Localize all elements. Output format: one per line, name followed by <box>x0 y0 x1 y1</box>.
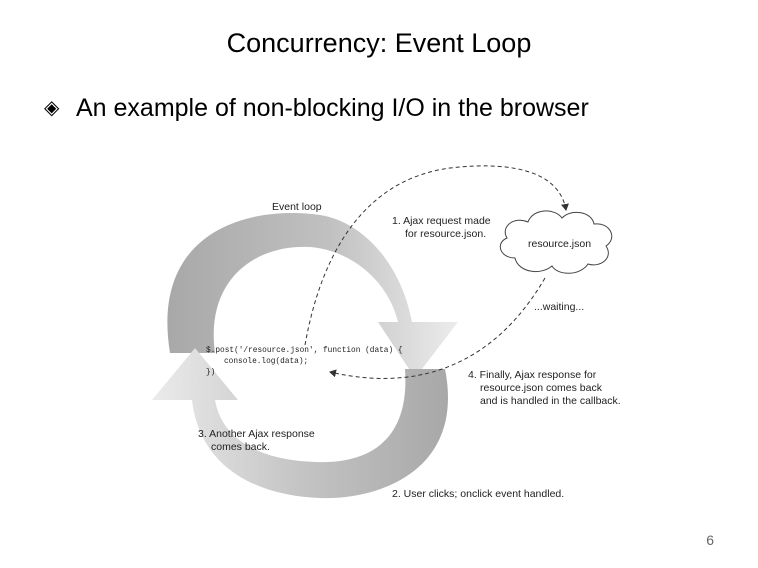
cloud-label: resource.json <box>528 238 591 250</box>
step2-line1: 2. User clicks; onclick event handled. <box>392 488 564 500</box>
code-line3: }) <box>206 369 215 377</box>
step4-line3: and is handled in the callback. <box>480 395 621 407</box>
step4-line2: resource.json comes back <box>480 382 603 394</box>
loop-arrow-bottom <box>152 348 448 499</box>
code-line2: console.log(data); <box>224 358 308 366</box>
step4-line1: 4. Finally, Ajax response for <box>468 369 597 381</box>
code-line1: $.post('/resource.json', function (data)… <box>206 347 403 355</box>
step3-label: 3. Another Ajax response comes back. <box>198 428 318 453</box>
step3-line1: 3. Another Ajax response <box>198 428 315 440</box>
bullet-item: ◈ An example of non-blocking I/O in the b… <box>44 94 589 123</box>
ajax-request-path <box>304 165 569 346</box>
resource-cloud-icon <box>499 210 613 274</box>
diamond-bullet-icon: ◈ <box>44 97 60 119</box>
page-number: 6 <box>706 532 714 548</box>
code-snippet: $.post('/resource.json', function (data)… <box>206 347 407 377</box>
step1-line2: for resource.json. <box>405 228 486 240</box>
waiting-label: ...waiting... <box>534 301 584 313</box>
step1-label: 1. Ajax request made for resource.json. <box>392 215 494 240</box>
step3-line2: comes back. <box>211 441 270 453</box>
bullet-text: An example of non-blocking I/O in the br… <box>76 94 589 122</box>
slide-title: Concurrency: Event Loop <box>226 28 532 58</box>
step4-label: 4. Finally, Ajax response for resource.j… <box>468 369 621 407</box>
loop-arrow-top <box>167 213 458 378</box>
step1-line1: 1. Ajax request made <box>392 215 491 227</box>
event-loop-label: Event loop <box>272 201 322 213</box>
step2-label: 2. User clicks; onclick event handled. <box>392 488 564 500</box>
